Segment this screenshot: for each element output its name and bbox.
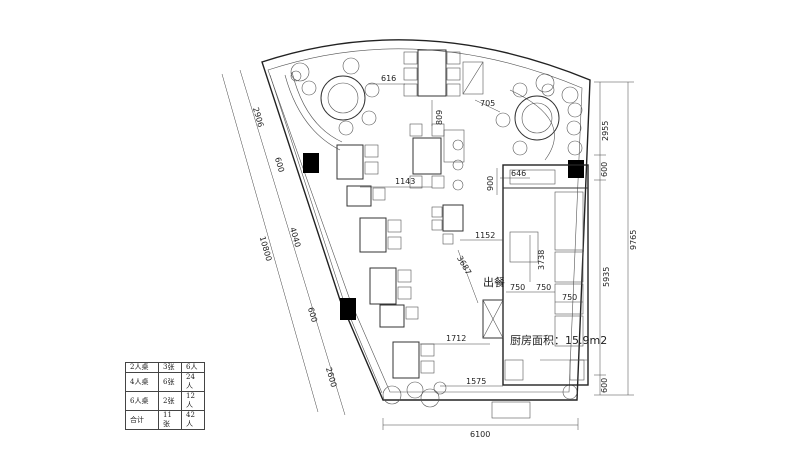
booth-top-right xyxy=(495,82,560,161)
dim-3687: 3687 xyxy=(455,254,473,276)
dim-809: 809 xyxy=(435,110,444,125)
dim-2955: 2955 xyxy=(601,121,610,141)
table-top-center xyxy=(403,49,484,97)
tables-left-column xyxy=(336,144,435,379)
table-cell: 12人 xyxy=(181,391,205,411)
interior-dimension-lines xyxy=(360,83,583,387)
exterior-dimension-lines xyxy=(221,69,634,430)
structural-columns xyxy=(303,153,584,320)
dim-616: 616 xyxy=(381,74,396,83)
interior-dimension-texts: 616 809 705 1143 646 900 1152 3738 3687 … xyxy=(381,74,577,386)
dim-5935: 5935 xyxy=(602,267,611,287)
dim-4040: 4040 xyxy=(288,226,302,248)
table-cell: 11张 xyxy=(158,410,182,430)
table-cell: 24人 xyxy=(181,372,205,392)
entrance xyxy=(491,401,531,419)
dim-646: 646 xyxy=(511,169,526,178)
table-cell: 3张 xyxy=(158,362,182,373)
table-cell: 2人桌 xyxy=(125,362,159,373)
dim-900: 900 xyxy=(486,176,495,191)
dim-1143: 1143 xyxy=(395,177,415,186)
dim-2600: 2600 xyxy=(324,366,338,388)
dim-1575: 1575 xyxy=(466,377,486,386)
dim-600-left-b: 600 xyxy=(306,306,319,323)
dim-6100: 6100 xyxy=(470,430,490,439)
dim-600-right-b: 600 xyxy=(600,378,609,393)
plant-decorations xyxy=(290,62,583,408)
dim-750c: 750 xyxy=(562,293,577,302)
table-cell: 6人桌 xyxy=(125,391,159,411)
dim-2906: 2906 xyxy=(251,106,265,128)
dim-3738: 3738 xyxy=(537,250,546,270)
dim-750b: 750 xyxy=(536,283,551,292)
dim-705: 705 xyxy=(480,99,495,108)
table-cell: 6张 xyxy=(158,372,182,392)
table-cell: 6人 xyxy=(181,362,205,373)
table-cell: 2张 xyxy=(158,391,182,411)
table-cell: 4人桌 xyxy=(125,372,159,392)
table-cell: 42人 xyxy=(181,410,205,430)
dim-1152: 1152 xyxy=(475,231,495,240)
dim-10800: 10800 xyxy=(258,235,274,262)
serving-window xyxy=(482,299,504,339)
dim-600-left-a: 600 xyxy=(273,156,286,173)
table-cell: 合计 xyxy=(125,410,159,430)
serving-window-label: 出餐 xyxy=(483,275,505,289)
tables-center xyxy=(409,123,465,245)
dim-750a: 750 xyxy=(510,283,525,292)
booth-top-left xyxy=(284,57,380,151)
dim-1712: 1712 xyxy=(446,334,466,343)
dim-9765: 9765 xyxy=(629,230,638,250)
kitchen-area-label: 厨房面积：15.9m2 xyxy=(510,334,607,347)
dim-600-right-a: 600 xyxy=(600,162,609,177)
kitchen xyxy=(502,164,589,386)
